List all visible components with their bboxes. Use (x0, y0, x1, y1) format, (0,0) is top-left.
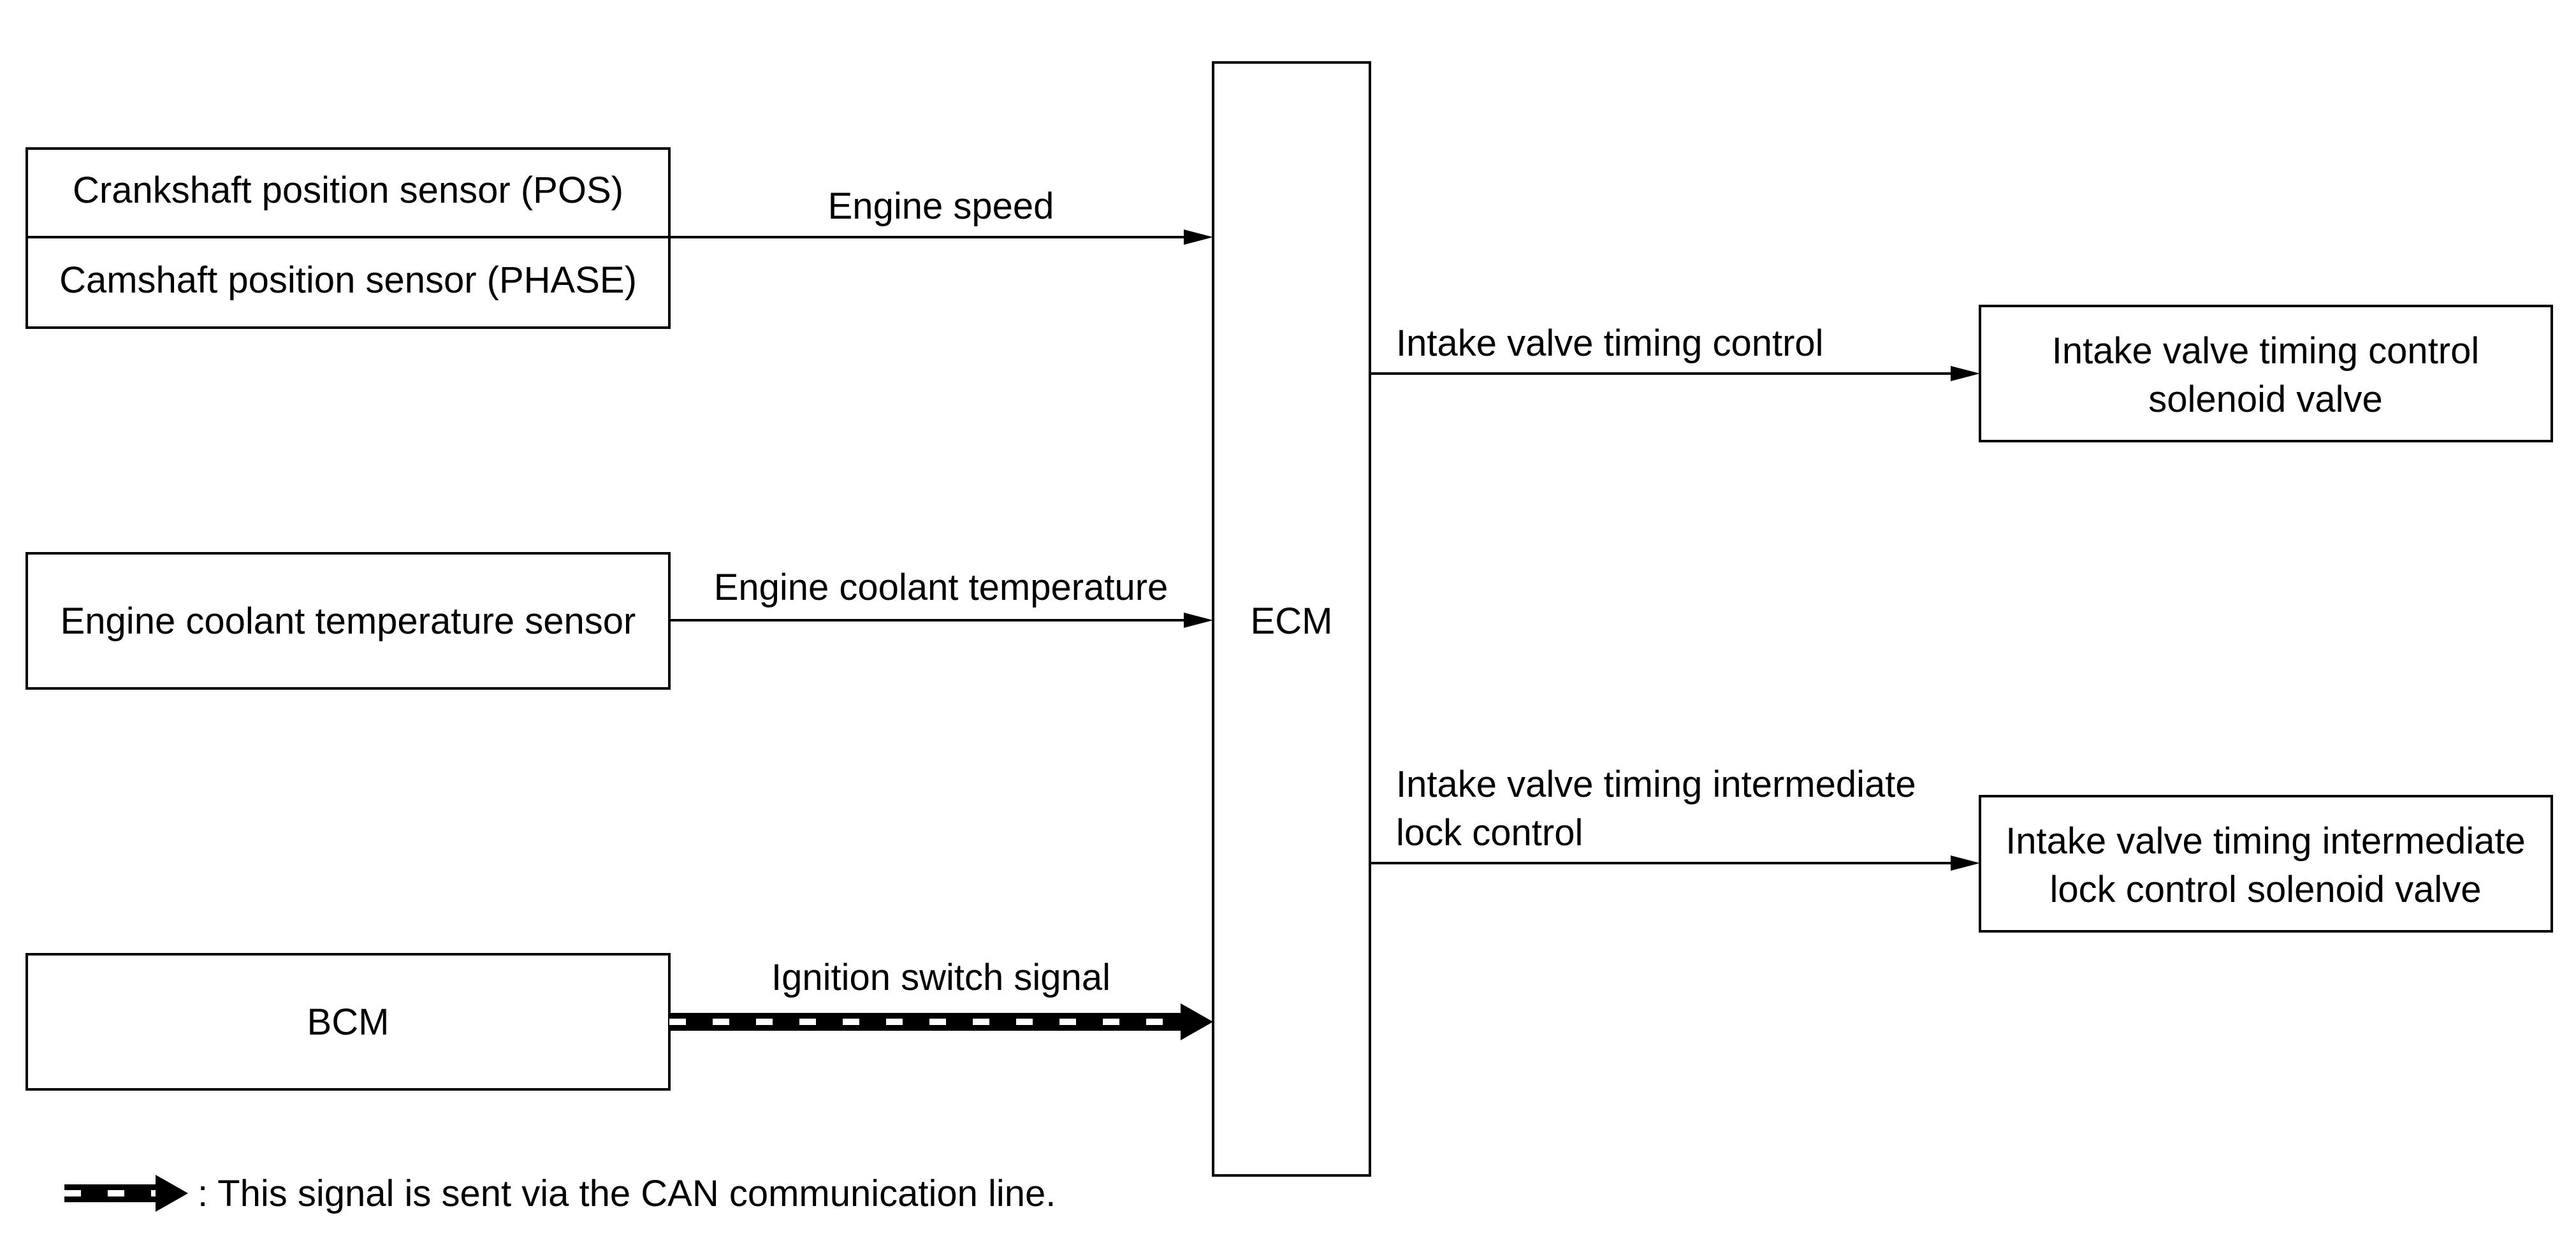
ecm-box: ECM (1212, 61, 1371, 1177)
ivt-lock-control-label-line2: lock control (1396, 812, 1583, 854)
bcm-label: BCM (307, 1001, 389, 1043)
engine-speed-arrowhead (1184, 229, 1213, 245)
crankshaft-sensor-label: Crankshaft position sensor (POS) (73, 170, 623, 211)
ivt-solenoid-label-line1: Intake valve timing control (2052, 330, 2480, 372)
ivt-control-signal: Intake valve timing control (1370, 323, 1980, 381)
ivt-control-arrowhead (1951, 366, 1980, 381)
crank-cam-sensor-box: Crankshaft position sensor (POS) Camshaf… (25, 147, 671, 329)
engine-speed-label: Engine speed (828, 185, 1054, 227)
can-legend: : This signal is sent via the CAN commun… (64, 1173, 1056, 1214)
ivt-control-label: Intake valve timing control (1396, 323, 1824, 364)
coolant-sensor-label: Engine coolant temperature sensor (61, 600, 636, 642)
engine-speed-signal: Engine speed (669, 185, 1213, 245)
camshaft-sensor-label: Camshaft position sensor (PHASE) (59, 259, 637, 301)
coolant-temp-signal: Engine coolant temperature (669, 567, 1213, 628)
ivt-lock-control-arrowhead (1951, 855, 1980, 871)
coolant-sensor-box: Engine coolant temperature sensor (25, 552, 671, 690)
bcm-box: BCM (25, 953, 671, 1091)
ivt-lock-solenoid-label-line2: lock control solenoid valve (2049, 869, 2481, 910)
ivt-lock-solenoid-label-line1: Intake valve timing intermediate (2005, 820, 2526, 862)
ivt-solenoid-box: Intake valve timing control solenoid val… (1979, 305, 2553, 442)
ivt-lock-solenoid-box: Intake valve timing intermediate lock co… (1979, 795, 2553, 933)
ignition-switch-signal: Ignition switch signal (669, 957, 1213, 1040)
ecm-label: ECM (1251, 600, 1333, 642)
legend-text: : This signal is sent via the CAN commun… (198, 1173, 1056, 1214)
coolant-temp-label: Engine coolant temperature (714, 567, 1168, 608)
ignition-switch-arrowhead (1181, 1003, 1213, 1040)
ivt-lock-control-signal: Intake valve timing intermediate lock co… (1370, 764, 1980, 871)
ivt-lock-control-label-line1: Intake valve timing intermediate (1396, 764, 1916, 805)
coolant-temp-arrowhead (1184, 613, 1213, 628)
ignition-switch-label: Ignition switch signal (771, 957, 1110, 998)
legend-arrowhead (156, 1175, 188, 1212)
ivt-solenoid-label-line2: solenoid valve (2148, 379, 2383, 420)
